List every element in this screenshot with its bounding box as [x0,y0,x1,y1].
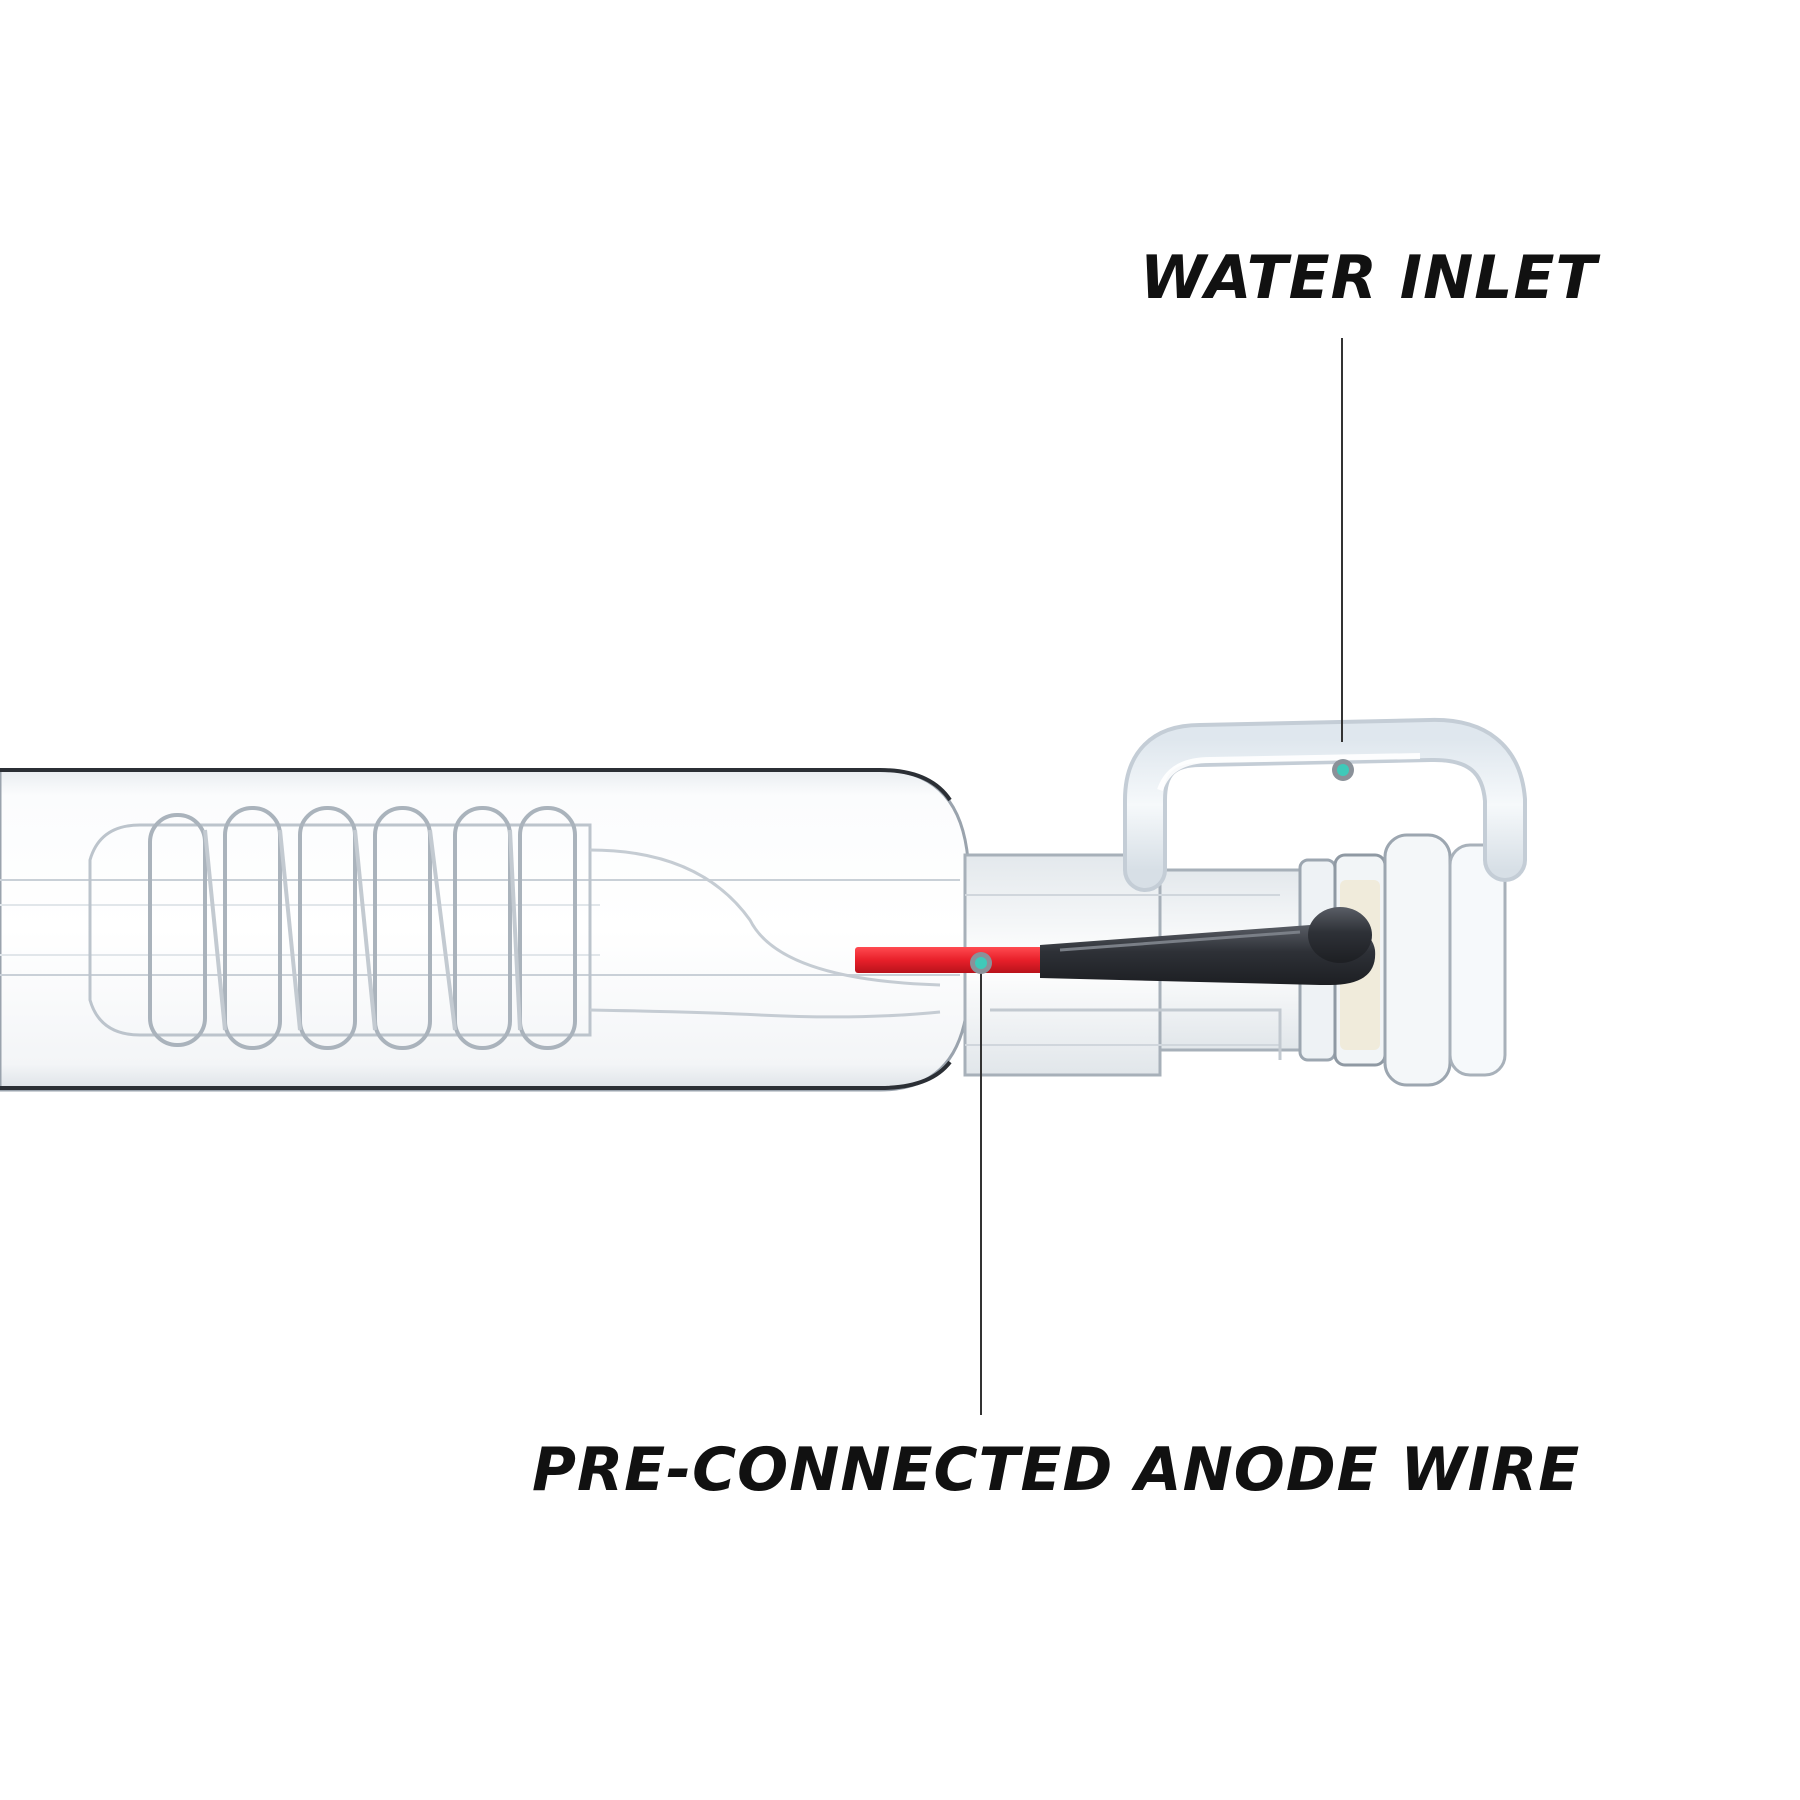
tube-body [0,768,970,1092]
cooling-spiral [148,806,577,1050]
water-inlet-pipe [1123,717,1527,892]
inner-jacket [88,823,941,1037]
anode-wire [855,907,1376,985]
water-inlet-label: WATER INLET [1140,243,1598,313]
leader-lines [980,338,1343,1415]
anode-wire-label: PRE-CONNECTED ANODE WIRE [532,1435,1581,1505]
callout-markers [970,759,1354,974]
